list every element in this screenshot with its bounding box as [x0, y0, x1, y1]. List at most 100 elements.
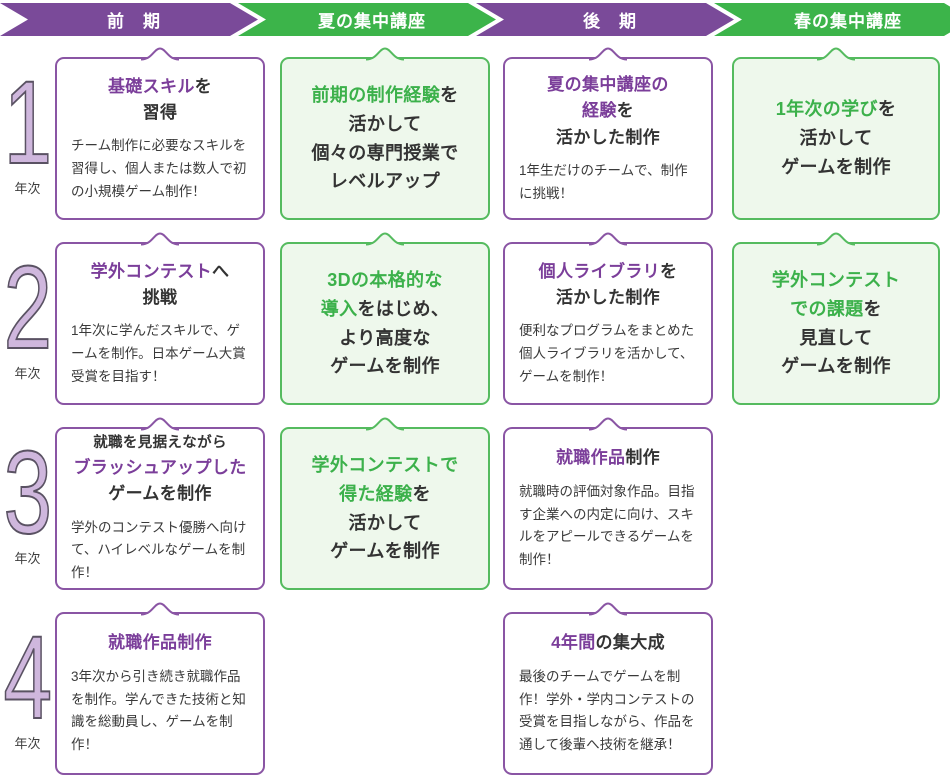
connector-notch — [140, 47, 180, 61]
phase-header: 前 期 夏の集中講座 後 期 春の集中講座 — [0, 3, 950, 36]
connector-notch — [140, 602, 180, 616]
title-text: ゲームを制作 — [330, 541, 440, 562]
card-year2-col1: 学外コンテストへ挑戦 1年次に学んだスキルで、ゲームを制作。日本ゲーム大賞受賞を目… — [55, 232, 265, 405]
phase-arrow-3: 後 期 — [476, 3, 734, 36]
title-accent-text: 学外コンテスト — [90, 261, 213, 281]
card-body: 便利なプログラムをまとめた個人ライブラリを活かして、ゲームを制作！ — [519, 323, 695, 384]
title-accent-text: ブラッシュアップした — [73, 457, 247, 477]
title-text: ゲームを制作 — [108, 484, 212, 504]
title-accent-text: 学外コンテストで — [311, 454, 459, 475]
card-year2-col4: 学外コンテストでの課題を見直してゲームを制作 — [732, 232, 940, 405]
title-text: ゲームを制作 — [330, 356, 440, 377]
title-text: へ — [212, 261, 230, 281]
card-title: 前期の制作経験を活かして個々の専門授業でレベルアップ — [296, 81, 474, 196]
title-text: より高度な — [339, 327, 431, 348]
title-text: 活かして — [348, 113, 422, 134]
title-accent-text: 3Dの本格的な — [327, 269, 443, 290]
card-title: 夏の集中講座の経験を活かした制作 — [519, 72, 697, 151]
title-text: の集大成 — [595, 633, 665, 653]
card-year1-col2: 前期の制作経験を活かして個々の専門授業でレベルアップ — [280, 47, 490, 220]
title-accent-text: 個人ライブラリ — [538, 261, 661, 281]
connector-notch — [140, 232, 180, 246]
card-year1-col3: 夏の集中講座の経験を活かした制作 1年生だけのチームで、制作に挑戦！ — [503, 47, 713, 220]
phase-arrow-1: 前 期 — [0, 3, 258, 36]
title-text: を — [440, 84, 459, 105]
card-title: 4年間の集大成 — [519, 630, 697, 656]
title-accent-text: 経験 — [581, 101, 617, 121]
title-accent-text: での課題 — [790, 298, 864, 319]
title-accent-text: 得た経験 — [339, 483, 413, 504]
card-year2-col2: 3Dの本格的な導入をはじめ、より高度なゲームを制作 — [280, 232, 490, 405]
connector-notch — [140, 417, 180, 431]
phase-arrow-label: 前 期 — [107, 12, 161, 31]
card-title: 就職作品制作 — [519, 445, 697, 471]
title-text: 制作 — [625, 448, 661, 468]
year-number: 3 — [2, 427, 52, 560]
year-number: 2 — [2, 242, 52, 375]
title-accent-text: 就職作品 — [555, 448, 626, 468]
card-year2-col3: 個人ライブラリを活かした制作便利なプログラムをまとめた個人ライブラリを活かして、… — [503, 232, 713, 405]
title-text: 活かした制作 — [555, 127, 661, 147]
card-body: 1年生だけのチームで、制作に挑戦！ — [519, 162, 688, 201]
title-accent-text: 就職作品制作 — [107, 633, 213, 653]
card-title: 基礎スキルを習得 — [71, 74, 249, 127]
card-year1-col1: 基礎スキルを習得チーム制作に必要なスキルを習得し、個人または数人で初の小規模ゲー… — [55, 47, 265, 220]
card-title: 学外コンテストで得た経験を活かしてゲームを制作 — [296, 451, 474, 566]
title-text: を — [863, 298, 882, 319]
year-number: 4 — [2, 612, 52, 745]
card-year3-col1: 就職を見据えながらブラッシュアップしたゲームを制作学外のコンテスト優勝へ向けて、… — [55, 417, 265, 590]
title-text: をはじめ、 — [357, 298, 450, 319]
title-accent-text: 夏の集中講座の — [547, 74, 669, 94]
connector-notch — [365, 232, 405, 246]
card-year3-col3: 就職作品制作就職時の評価対象作品。目指す企業への内定に向け、スキルをアピールでき… — [503, 417, 713, 590]
title-text: を — [412, 483, 431, 504]
title-text: 活かした制作 — [555, 287, 661, 307]
title-text: 個々の専門授業で — [311, 142, 459, 163]
title-text: 習得 — [142, 102, 178, 122]
card-body: 最後のチームでゲームを制作！学外・学内コンテストの受賞を目指しながら、作品を通し… — [519, 668, 695, 752]
title-text: 挑戦 — [142, 287, 178, 307]
phase-arrow-2: 夏の集中講座 — [238, 3, 496, 36]
card-year4-col3: 4年間の集大成最後のチームでゲームを制作！学外・学内コンテストの受賞を目指しなが… — [503, 602, 713, 775]
connector-notch — [588, 602, 628, 616]
year-suffix: 年次 — [14, 550, 41, 566]
connector-notch — [365, 417, 405, 431]
title-accent-text: 前期の制作経験 — [311, 84, 441, 105]
card-title: 1年次の学びを活かしてゲームを制作 — [748, 95, 924, 181]
phase-arrow-label: 春の集中講座 — [794, 12, 902, 31]
title-text: 就職を見据えながら — [93, 435, 227, 452]
title-text: 見直して — [799, 327, 873, 348]
phase-arrow-label: 夏の集中講座 — [318, 12, 426, 31]
connector-notch — [816, 47, 856, 61]
card-title: 就職を見据えながらブラッシュアップしたゲームを制作 — [71, 432, 249, 507]
card-title: 学外コンテストへ挑戦 — [71, 259, 249, 312]
title-accent-text: 導入 — [320, 298, 358, 319]
card-body: 学外のコンテスト優勝へ向けて、ハイレベルなゲームを制作！ — [71, 519, 247, 580]
title-text: を — [616, 101, 635, 121]
card-title: 3Dの本格的な導入をはじめ、より高度なゲームを制作 — [296, 266, 474, 381]
title-accent-text: 1年次の学び — [775, 99, 878, 120]
connector-notch — [588, 47, 628, 61]
title-text: 活かして — [348, 512, 422, 533]
phase-arrow-label: 後 期 — [583, 12, 637, 31]
title-text: を — [194, 76, 213, 96]
year-suffix: 年次 — [14, 180, 41, 196]
connector-notch — [816, 232, 856, 246]
card-body: 1年次に学んだスキルで、ゲームを制作。日本ゲーム大賞受賞を目指す！ — [71, 323, 246, 384]
title-text: 活かして — [799, 128, 873, 149]
year-suffix: 年次 — [14, 365, 41, 381]
title-accent-text: 学外コンテスト — [771, 269, 901, 290]
year-suffix: 年次 — [14, 735, 41, 751]
title-text: を — [660, 261, 678, 281]
card-title: 学外コンテストでの課題を見直してゲームを制作 — [748, 266, 924, 381]
card-body: チーム制作に必要なスキルを習得し、個人または数人で初の小規模ゲーム制作！ — [71, 138, 247, 199]
card-title: 就職作品制作 — [71, 630, 249, 656]
card-title: 個人ライブラリを活かした制作 — [519, 259, 697, 312]
